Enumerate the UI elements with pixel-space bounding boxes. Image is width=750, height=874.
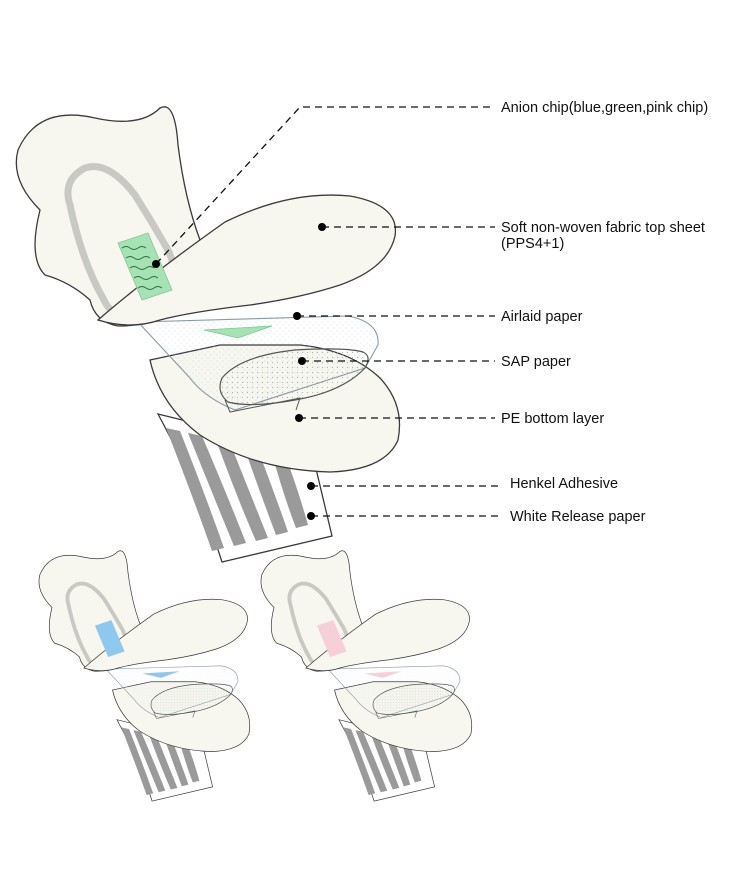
label-airlaid: Airlaid paper xyxy=(501,309,583,325)
label-sap: SAP paper xyxy=(501,354,571,370)
label-anion-chip: Anion chip(blue,green,pink chip) xyxy=(501,100,708,116)
label-release: White Release paper xyxy=(510,509,646,525)
label-top-sheet: Soft non-woven fabric top sheet xyxy=(501,220,705,236)
callout-labels: Anion chip(blue,green,pink chip) Soft no… xyxy=(501,100,708,525)
blue-chip-pad xyxy=(37,548,252,804)
main-pad-illustration xyxy=(16,107,399,562)
label-pe-bottom: PE bottom layer xyxy=(501,411,604,427)
sap-marker xyxy=(298,357,306,365)
leader-lines xyxy=(152,106,502,520)
pe-bottom-marker xyxy=(295,414,303,422)
airlaid-marker xyxy=(293,312,301,320)
anion-chip-marker xyxy=(152,260,160,268)
label-adhesive: Henkel Adhesive xyxy=(510,476,618,492)
adhesive-marker xyxy=(307,482,315,490)
label-top-sheet-sub: (PPS4+1) xyxy=(501,236,564,252)
anion-chip-green xyxy=(117,232,273,339)
pink-chip-pad xyxy=(259,548,474,804)
release-marker xyxy=(307,512,315,520)
top-sheet-marker xyxy=(318,223,326,231)
